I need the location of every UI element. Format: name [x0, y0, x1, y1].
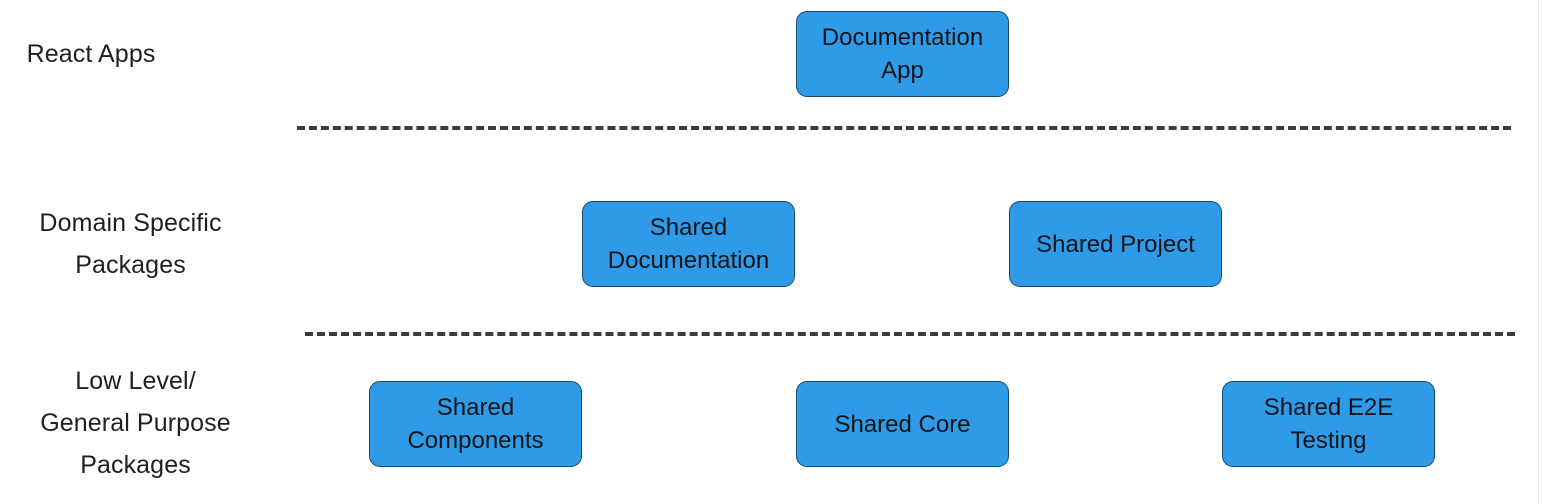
tier-label-react-apps: React Apps — [26, 40, 156, 68]
tier-label-domain-specific-packages: Domain Specific Packages — [39, 209, 222, 279]
node-shared-components[interactable]: Shared Components — [369, 381, 582, 467]
page-edge-rule — [1538, 0, 1539, 504]
tier-label-low-level-general-purpose-packages: Low Level/ General Purpose Packages — [40, 367, 231, 479]
divider-apps-domain — [297, 126, 1511, 130]
node-shared-documentation[interactable]: Shared Documentation — [582, 201, 795, 287]
divider-domain-lowlevel — [305, 332, 1515, 336]
node-shared-core[interactable]: Shared Core — [796, 381, 1009, 467]
node-shared-e2e-testing[interactable]: Shared E2E Testing — [1222, 381, 1435, 467]
node-documentation-app[interactable]: Documentation App — [796, 11, 1009, 97]
node-shared-project[interactable]: Shared Project — [1009, 201, 1222, 287]
